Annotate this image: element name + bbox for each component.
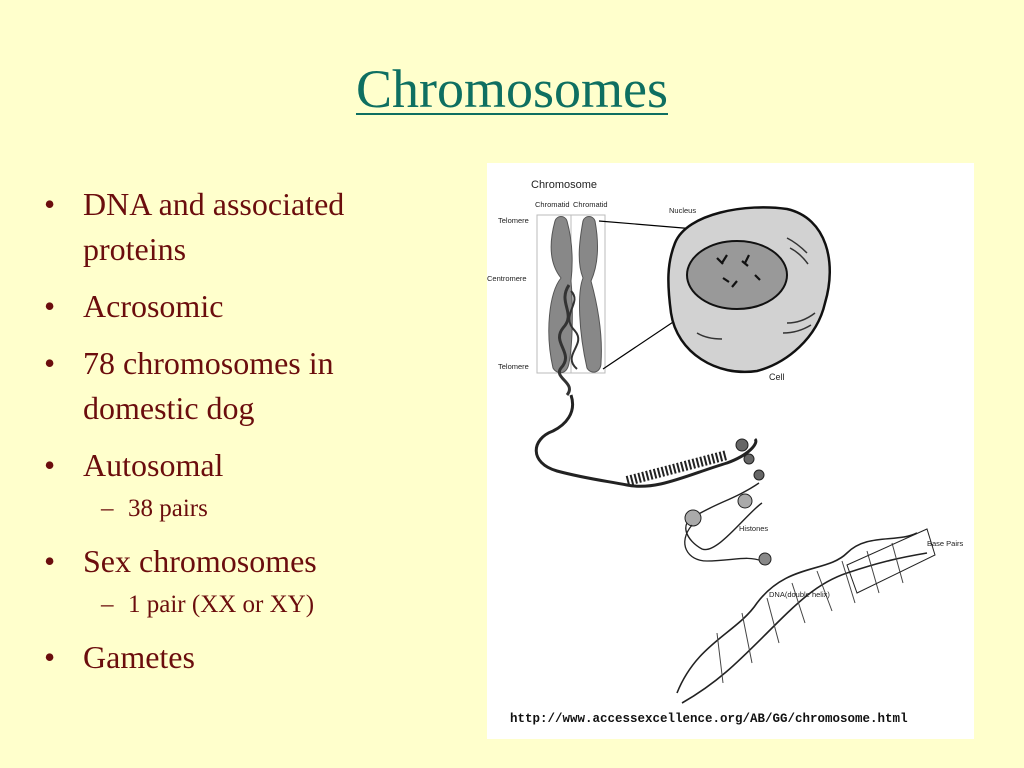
cell-shape bbox=[667, 206, 831, 374]
base-pairs-label: Base Pairs bbox=[927, 539, 964, 548]
bullet-item: • Gametes bbox=[44, 635, 444, 680]
dna-label: DNA(double helix) bbox=[769, 590, 830, 599]
bullet-text: 78 chromosomes in domestic dog bbox=[83, 345, 334, 426]
bullet-list: •DNA and associated proteins •Acrosomic … bbox=[44, 182, 444, 692]
telomere-top-label: Telomere bbox=[498, 216, 529, 225]
sub-bullet-text: 1 pair (XX or XY) bbox=[128, 591, 315, 618]
nucleus-label: Nucleus bbox=[669, 206, 696, 215]
chromosome-diagram: Chromosome Chromatid Chromatid Telomere … bbox=[487, 163, 974, 739]
sub-bullet-marker: – bbox=[101, 591, 114, 618]
source-url: http://www.accessexcellence.org/AB/GG/ch… bbox=[510, 712, 908, 726]
dna-coil bbox=[534, 394, 772, 566]
bullet-item: • Acrosomic bbox=[44, 284, 444, 329]
telomere-bottom-label: Telomere bbox=[498, 362, 529, 371]
bullet-marker: • bbox=[44, 288, 56, 324]
sub-bullet-marker: – bbox=[101, 495, 114, 522]
chromatid-left-label: Chromatid bbox=[535, 200, 570, 209]
sub-bullet-item: –38 pairs bbox=[44, 494, 444, 524]
slide-title: Chromosomes bbox=[355, 59, 668, 119]
centromere-label: Centromere bbox=[487, 274, 527, 283]
bullet-item: • 78 chromosomes in domestic dog bbox=[44, 341, 444, 431]
bullet-text: DNA and associated proteins bbox=[83, 186, 345, 267]
bullet-marker: • bbox=[44, 639, 56, 675]
bullet-text: Acrosomic bbox=[83, 288, 224, 324]
dna-double-helix bbox=[676, 528, 936, 704]
sub-bullet-text: 38 pairs bbox=[128, 495, 208, 522]
histones-label: Histones bbox=[739, 524, 768, 533]
chromatid-right-label: Chromatid bbox=[573, 200, 608, 209]
bullet-item: • Autosomal bbox=[44, 443, 444, 488]
bullet-marker: • bbox=[44, 447, 56, 483]
chromosome-heading: Chromosome bbox=[531, 179, 597, 191]
sub-bullet-item: –1 pair (XX or XY) bbox=[44, 590, 444, 620]
bullet-marker: • bbox=[44, 345, 56, 381]
bullet-item: • Sex chromosomes bbox=[44, 539, 444, 584]
chromosome-shape bbox=[536, 214, 606, 396]
cell-label: Cell bbox=[769, 372, 785, 382]
bullet-text: Sex chromosomes bbox=[83, 543, 317, 579]
bullet-text: Autosomal bbox=[83, 447, 224, 483]
bullet-marker: • bbox=[44, 543, 56, 579]
bullet-text: Gametes bbox=[83, 639, 195, 675]
bullet-marker: • bbox=[44, 186, 56, 222]
chromosome-diagram-art: Chromosome Chromatid Chromatid Telomere … bbox=[487, 179, 964, 704]
bullet-item: • DNA and associated proteins bbox=[44, 182, 444, 272]
